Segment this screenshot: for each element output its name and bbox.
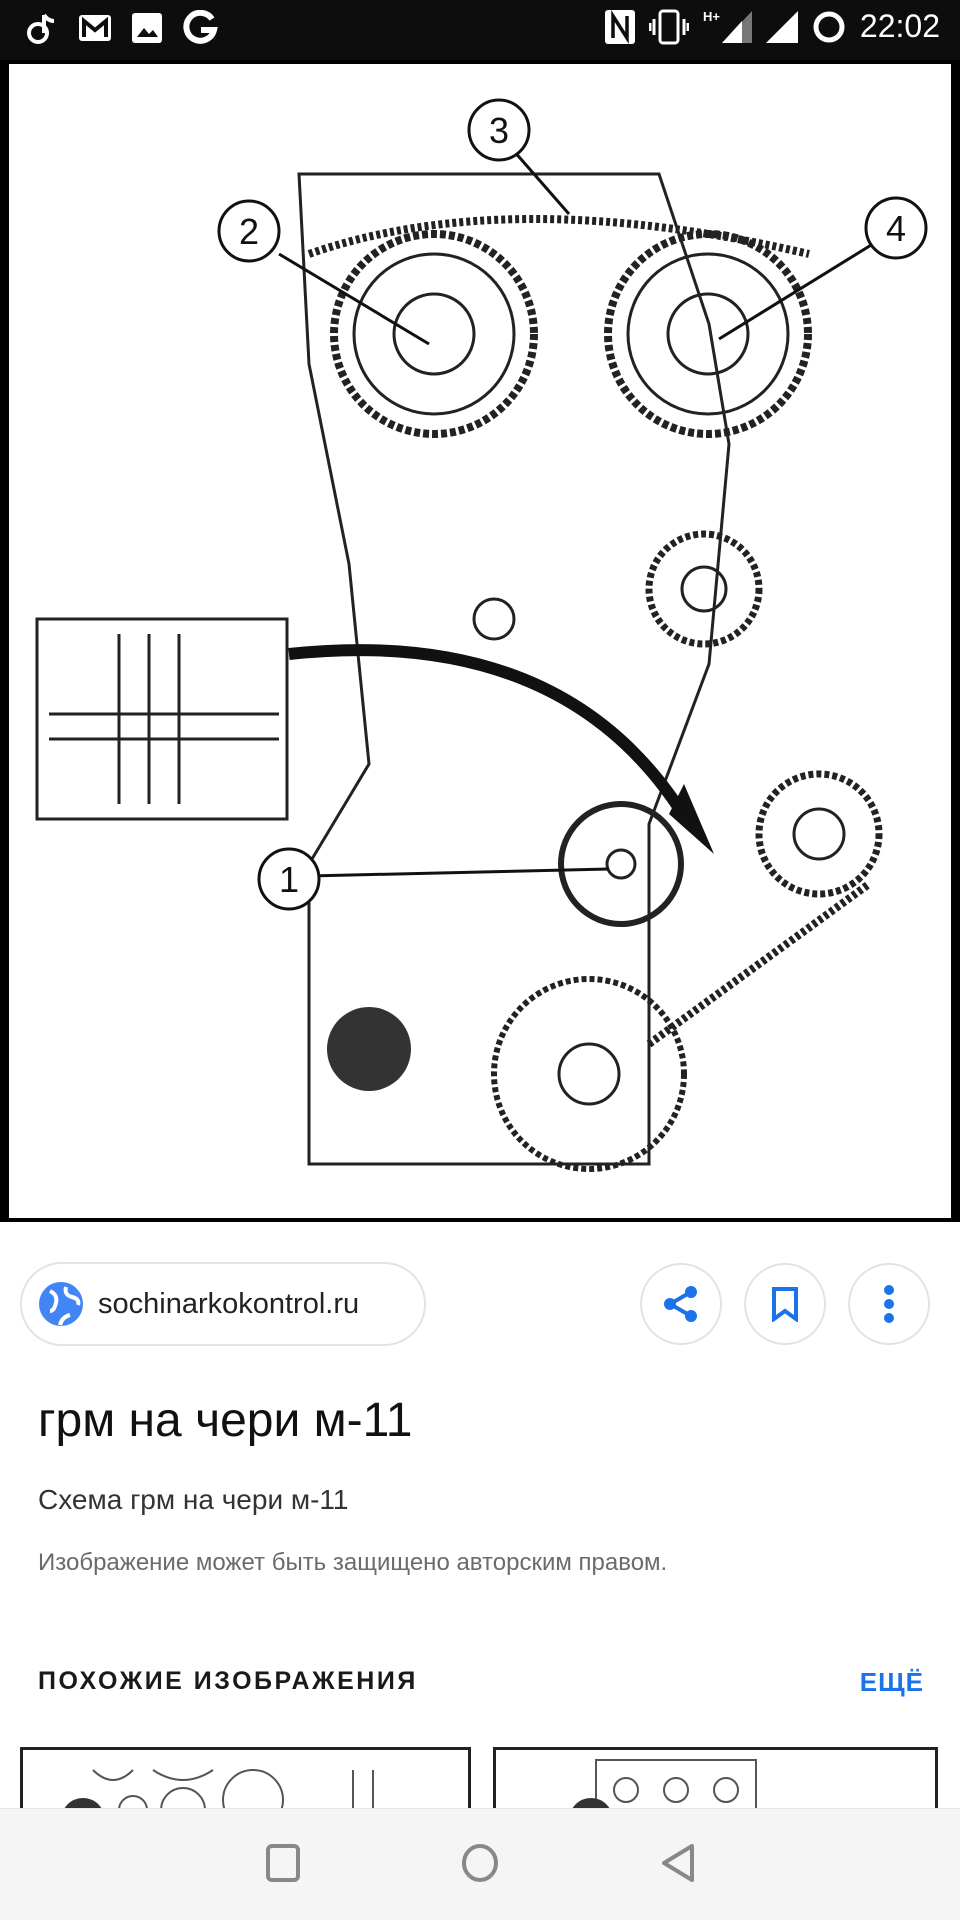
thumbnail-diagram [571, 1759, 757, 1809]
google-icon [183, 10, 218, 44]
result-subtitle: Схема грм на чери м-11 [38, 1484, 349, 1515]
tiktok-icon [27, 13, 55, 44]
vibrate-icon [648, 9, 689, 44]
back-icon[interactable] [660, 1843, 696, 1883]
share-button[interactable] [640, 1263, 722, 1345]
navigation-bar [0, 1808, 960, 1920]
similar-heading: ПОХОЖИЕ ИЗОБРАЖЕНИЯ [38, 1667, 418, 1695]
status-bar: H+ 22:02 [0, 0, 960, 60]
nfc-icon [604, 9, 635, 44]
similar-image-2[interactable] [493, 1747, 938, 1809]
watermark-logo [327, 1007, 411, 1091]
callout-3: 3 [489, 110, 509, 151]
signal-icon [765, 10, 798, 43]
gallery-icon [132, 13, 162, 43]
thumbnail-diagram [63, 1769, 374, 1809]
share-icon [664, 1286, 697, 1322]
copyright-note: Изображение может быть защищено авторски… [38, 1549, 668, 1576]
signal-icon [721, 10, 752, 43]
callout-2: 2 [239, 211, 259, 252]
bookmark-button[interactable] [744, 1263, 826, 1345]
callout-4: 4 [886, 208, 906, 249]
more-vert-icon [884, 1285, 894, 1323]
more-options-button[interactable] [848, 1263, 930, 1345]
gmail-icon [79, 15, 111, 41]
source-chip[interactable]: sochinarkokontrol.ru [20, 1262, 426, 1346]
result-image[interactable]: 1 2 3 4 [0, 60, 960, 1222]
home-icon[interactable] [460, 1843, 500, 1883]
network-type: H+ [702, 9, 720, 24]
more-similar-link[interactable]: ЕЩЁ [859, 1667, 924, 1697]
timing-belt-diagram: 1 2 3 4 [9, 64, 951, 1218]
similar-image-1[interactable] [20, 1747, 471, 1809]
clock: 22:02 [859, 8, 940, 44]
recents-icon[interactable] [265, 1843, 301, 1883]
sync-icon [813, 11, 845, 42]
callout-1: 1 [279, 859, 299, 900]
result-title: грм на чери м-11 [38, 1394, 413, 1447]
source-domain: sochinarkokontrol.ru [98, 1287, 360, 1320]
bookmark-icon [772, 1287, 798, 1322]
globe-icon [39, 1282, 83, 1326]
